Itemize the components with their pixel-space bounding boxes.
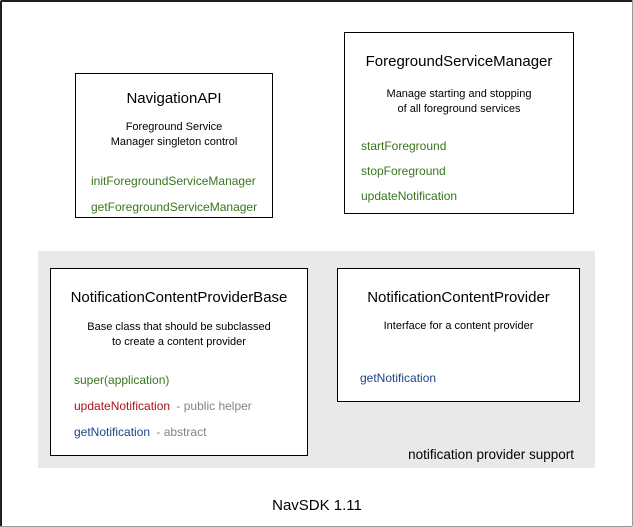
description-line: Manage starting and stopping	[386, 88, 532, 100]
class-title-notification-content-provider-base: NotificationContentProviderBase	[70, 289, 288, 306]
class-description: Manage starting and stopping of all fore…	[345, 87, 573, 117]
method-get-notification: getNotification - abstract	[51, 425, 307, 439]
description-line: Interface for a content provider	[383, 320, 534, 332]
method-annotation: - abstract	[156, 425, 207, 439]
class-box-notification-content-provider-base: NotificationContentProviderBase Base cla…	[50, 268, 308, 456]
class-title-notification-content-provider: NotificationContentProvider	[367, 289, 550, 306]
description-line: Foreground Service	[125, 121, 223, 133]
method-get-foreground-service-manager: getForegroundServiceManager	[76, 200, 272, 214]
method-label: getNotification	[74, 425, 151, 439]
method-label: stopForeground	[361, 164, 446, 178]
method-update-notification: updateNotification - public helper	[51, 399, 307, 413]
class-box-notification-content-provider: NotificationContentProvider Interface fo…	[337, 268, 580, 402]
class-title-navigation-api: NavigationAPI	[126, 90, 222, 107]
class-description: Interface for a content provider	[338, 319, 579, 334]
method-get-notification: getNotification	[338, 371, 579, 385]
method-label: startForeground	[361, 139, 447, 153]
description-line: to create a content provider	[112, 336, 246, 348]
method-start-foreground: startForeground	[345, 139, 573, 153]
method-init-foreground-service-manager: initForegroundServiceManager	[76, 174, 272, 188]
method-label: updateNotification	[74, 399, 171, 413]
class-description: Base class that should be subclassed to …	[51, 320, 307, 350]
method-annotation: - public helper	[176, 399, 252, 413]
description-line: Base class that should be subclassed	[87, 321, 271, 333]
method-super-application: super(application)	[51, 373, 307, 387]
class-box-foreground-service-manager: ForegroundServiceManager Manage starting…	[344, 32, 574, 214]
method-label: initForegroundServiceManager	[91, 174, 256, 188]
method-label: updateNotification	[361, 189, 458, 203]
description-line: Manager singleton control	[110, 136, 238, 148]
method-label: super(application)	[74, 373, 170, 387]
group-caption: notification provider support	[408, 447, 574, 462]
method-label: getForegroundServiceManager	[91, 200, 258, 214]
description-line: of all foreground services	[397, 103, 521, 115]
class-description: Foreground Service Manager singleton con…	[76, 120, 272, 150]
sdk-version-label: NavSDK 1.11	[272, 497, 362, 514]
method-update-notification: updateNotification	[345, 189, 573, 203]
method-label: getNotification	[360, 371, 437, 385]
class-title-foreground-service-manager: ForegroundServiceManager	[365, 53, 553, 70]
class-box-navigation-api: NavigationAPI Foreground Service Manager…	[75, 73, 273, 218]
method-stop-foreground: stopForeground	[345, 164, 573, 178]
